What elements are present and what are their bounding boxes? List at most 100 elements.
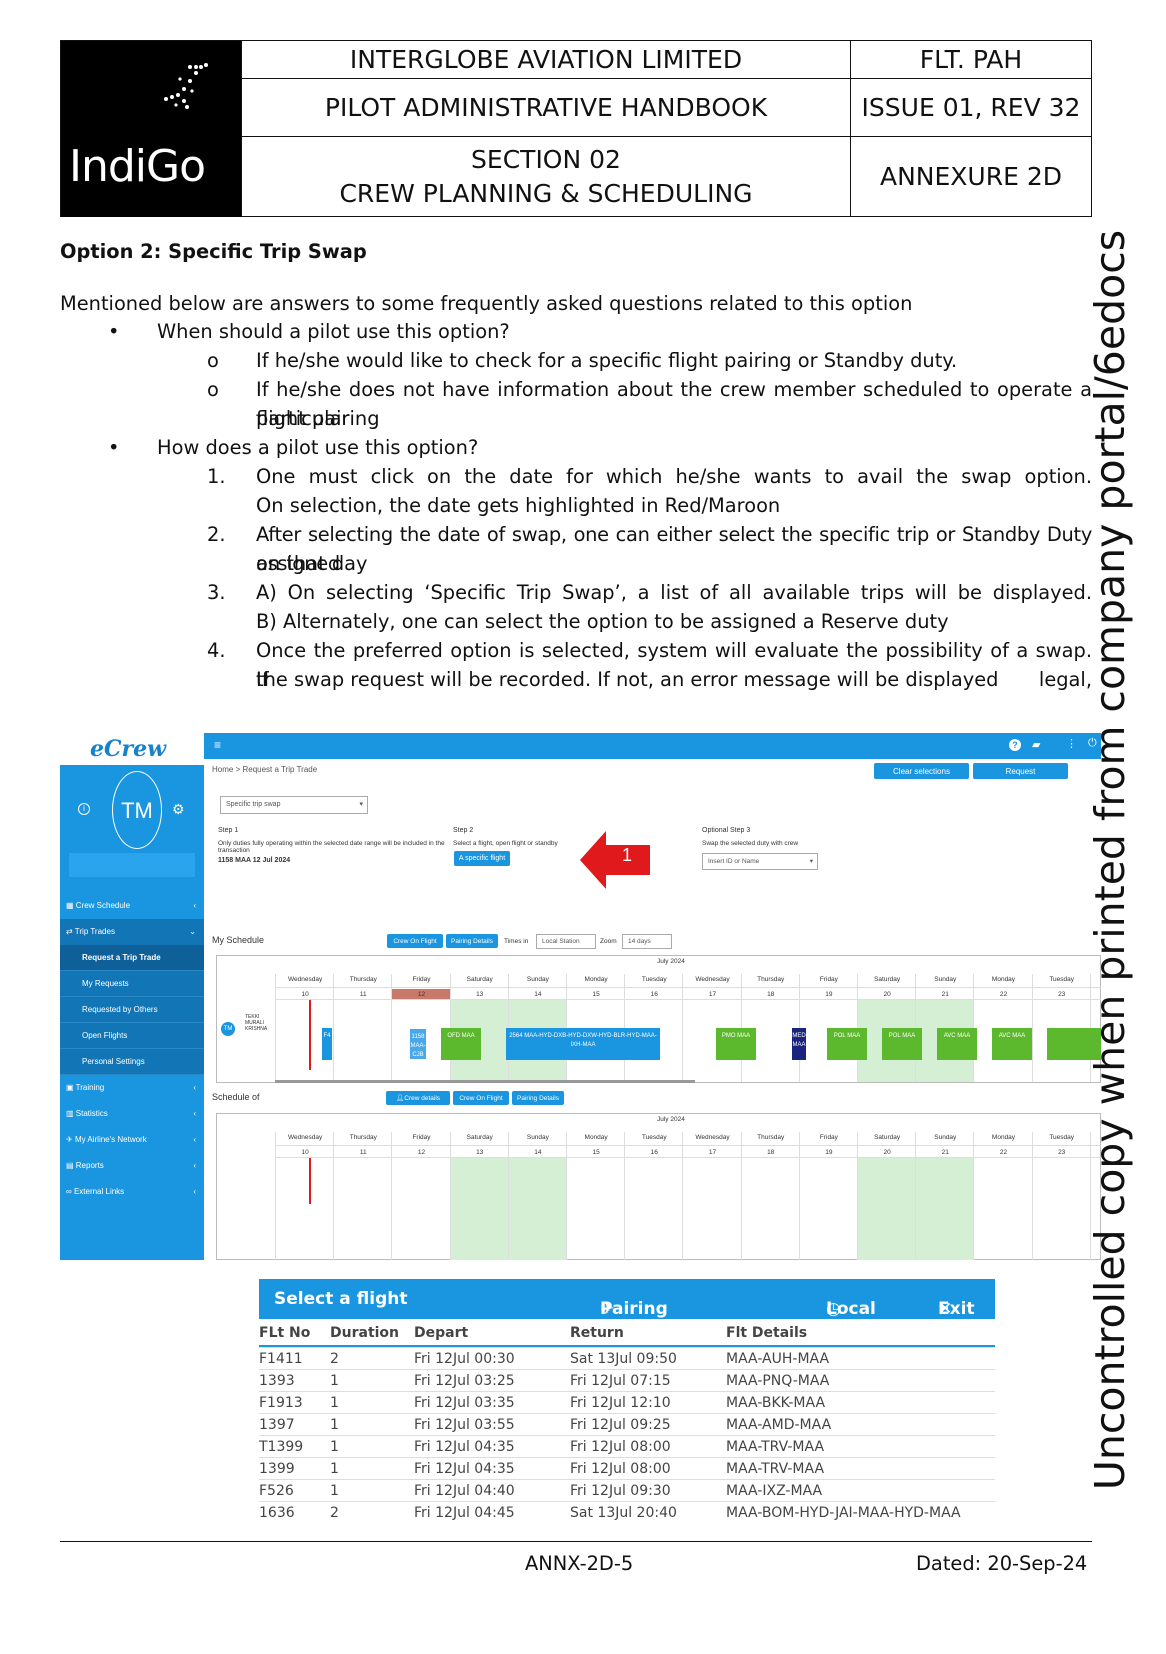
help-icon[interactable]: ? xyxy=(1009,739,1021,751)
menu-network[interactable]: ✈ My Airline's Network‹ xyxy=(60,1127,204,1153)
day-number[interactable]: 16 xyxy=(625,989,684,1000)
menu-reports[interactable]: ▤ Reports‹ xyxy=(60,1153,204,1179)
clear-selections-button[interactable]: Clear selections xyxy=(874,763,969,779)
day-number[interactable]: 18 xyxy=(741,989,800,1000)
day-number[interactable]: 20 xyxy=(858,989,917,1000)
duty-block[interactable]: POL MAA xyxy=(827,1028,867,1060)
duty-block[interactable]: F4 xyxy=(322,1028,332,1060)
crew-details-button[interactable]: 👤︎ Crew details xyxy=(386,1091,450,1105)
crew-on-flight-button-2[interactable]: Crew On Flight xyxy=(453,1091,509,1105)
day-number[interactable]: 23 xyxy=(1032,1147,1091,1158)
zoom-select[interactable]: 14 days xyxy=(622,934,672,949)
duty-block[interactable]: 2564 MAA-HYD-DXB-HYD-DXW-HYD-BLR-HYD-MAA… xyxy=(506,1028,660,1060)
day-number[interactable]: 24 xyxy=(1090,1147,1101,1158)
day-number[interactable]: 11 xyxy=(334,989,393,1000)
day-number[interactable]: 20 xyxy=(858,1147,917,1158)
specific-flight-button[interactable]: A specific flight xyxy=(454,851,510,866)
day-number[interactable]: 22 xyxy=(974,989,1033,1000)
submenu-requested-by-others[interactable]: Requested by Others xyxy=(60,997,204,1023)
day-number[interactable]: 24 xyxy=(1090,989,1101,1000)
day-number[interactable]: 17 xyxy=(683,989,742,1000)
info-icon[interactable]: i xyxy=(78,803,90,815)
day-number[interactable]: 19 xyxy=(799,989,858,1000)
swap-type-select[interactable]: Specific trip swap▾ xyxy=(220,796,368,814)
day-number[interactable]: 19 xyxy=(799,1147,858,1158)
day-number[interactable]: 12 xyxy=(392,1147,451,1158)
duty-block[interactable]: MED MAA xyxy=(792,1028,806,1060)
day-number[interactable]: 17 xyxy=(683,1147,742,1158)
time-zone-select[interactable]: Local Station xyxy=(536,934,596,949)
day-number[interactable]: 18 xyxy=(741,1147,800,1158)
crew-search-input[interactable]: Insert ID or Name▾ xyxy=(702,853,818,870)
day-number[interactable]: 21 xyxy=(916,989,975,1000)
day-number[interactable]: 11 xyxy=(334,1147,393,1158)
submenu-my-requests[interactable]: My Requests xyxy=(60,971,204,997)
chat-icon[interactable]: ▰ xyxy=(1032,739,1041,751)
crew-on-flight-button[interactable]: Crew On Flight xyxy=(387,934,443,948)
duty-block[interactable]: AVC MAA xyxy=(937,1028,977,1060)
duty-block[interactable]: OFD MAA xyxy=(441,1028,481,1060)
day-number[interactable]: 14 xyxy=(508,1147,567,1158)
day-number[interactable]: 22 xyxy=(974,1147,1033,1158)
day-number[interactable]: 15 xyxy=(567,989,626,1000)
search-box[interactable] xyxy=(69,853,195,877)
submenu-personal-settings[interactable]: Personal Settings xyxy=(60,1049,204,1075)
day-number[interactable]: 12 xyxy=(392,989,451,1000)
menu-statistics[interactable]: ▥ Statistics‹ xyxy=(60,1101,204,1127)
day-number[interactable]: 21 xyxy=(916,1147,975,1158)
menu-trip-trades[interactable]: ⇄ Trip Trades⌄ xyxy=(60,919,204,945)
menu-training[interactable]: ▣ Training‹ xyxy=(60,1075,204,1101)
duty-block-selected[interactable]: 1158 MAA-CJB xyxy=(409,1028,427,1060)
submenu-request-trip-trade[interactable]: Request a Trip Trade xyxy=(60,945,204,971)
avatar[interactable]: TM xyxy=(112,771,162,849)
menu-crew-schedule[interactable]: ▦ Crew Schedule‹ xyxy=(60,893,204,919)
request-button[interactable]: Request xyxy=(973,763,1068,779)
horizontal-scrollbar[interactable] xyxy=(275,1080,695,1083)
day-number[interactable]: 16 xyxy=(625,1147,684,1158)
pairing-details-button[interactable]: Pairing Details xyxy=(446,934,498,948)
day-number[interactable]: 10 xyxy=(276,1147,335,1158)
duty-block[interactable]: AVC MAA xyxy=(992,1028,1032,1060)
duty-block[interactable]: PMO MAA xyxy=(716,1028,756,1060)
day-number[interactable]: 13 xyxy=(450,1147,509,1158)
menu-external-links[interactable]: ∞ External Links‹ xyxy=(60,1179,204,1205)
day-number[interactable]: 13 xyxy=(450,989,509,1000)
hamburger-icon[interactable]: ≡ xyxy=(214,738,222,752)
more-icon[interactable]: ⋮ xyxy=(1066,738,1077,750)
day-number[interactable]: 15 xyxy=(567,1147,626,1158)
pairing-details-button-2[interactable]: Pairing Details xyxy=(512,1091,564,1105)
duty-block[interactable]: POL MAA xyxy=(882,1028,922,1060)
day-number[interactable]: 14 xyxy=(508,989,567,1000)
breadcrumb-home[interactable]: Home xyxy=(212,765,234,774)
power-icon[interactable]: ⏻ xyxy=(1088,737,1097,749)
submenu-open-flights[interactable]: Open Flights xyxy=(60,1023,204,1049)
settings-icon[interactable]: ⚙ xyxy=(172,801,185,817)
day-number[interactable]: 23 xyxy=(1032,989,1091,1000)
